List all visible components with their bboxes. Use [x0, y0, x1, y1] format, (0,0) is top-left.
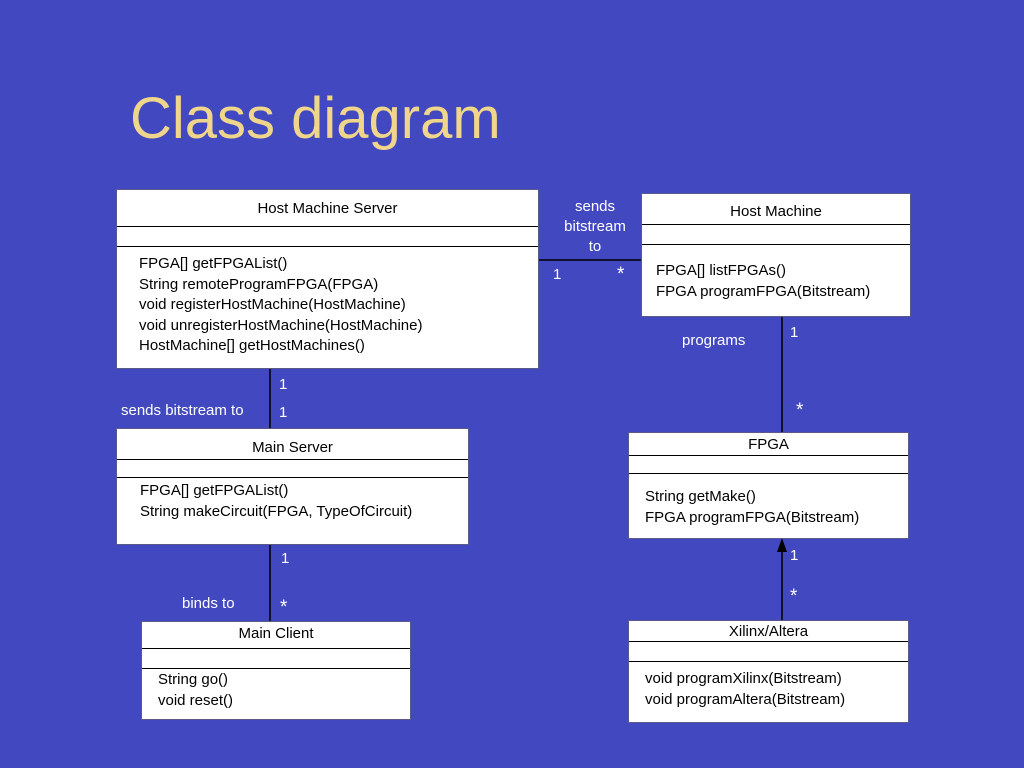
class-name: Main Server [252, 439, 333, 456]
assoc-label-line: to [588, 238, 602, 255]
multiplicity: * [617, 264, 625, 285]
operation: void programAltera(Bitstream) [645, 690, 846, 708]
operation: FPGA[] listFPGAs() [656, 262, 787, 279]
operation: void registerHostMachine(HostMachine) [139, 296, 406, 313]
class-name: Host Machine Server [257, 200, 398, 217]
divider [117, 226, 538, 227]
divider [642, 224, 910, 225]
operation: FPGA[] getFPGAList() [139, 255, 288, 272]
assoc-label-sends-bitstream-to: sends bitstream to [121, 402, 244, 419]
multiplicity: 1 [279, 404, 288, 421]
operation: FPGA programFPGA(Bitstream) [656, 282, 871, 300]
operations-list: String getMake() FPGA programFPGA(Bitstr… [645, 487, 859, 528]
multiplicity: * [790, 586, 798, 607]
divider [142, 648, 410, 649]
operation: String getMake() [645, 488, 756, 505]
divider [117, 477, 468, 478]
operation: HostMachine[] getHostMachines() [139, 337, 365, 354]
multiplicity: * [280, 597, 288, 618]
operations-list: FPGA[] listFPGAs() FPGA programFPGA(Bits… [656, 261, 870, 302]
operations-list: void programXilinx(Bitstream) void progr… [645, 669, 845, 710]
class-xilinx-altera[interactable]: Xilinx/Altera void programXilinx(Bitstre… [628, 620, 909, 723]
operation: void programXilinx(Bitstream) [645, 670, 842, 687]
divider [629, 661, 908, 662]
class-name: Main Client [238, 625, 314, 642]
assoc-label-sends-bitstream-to: sends bitstream to [552, 197, 638, 257]
divider [629, 641, 908, 642]
inheritance-arrowhead [777, 538, 787, 552]
multiplicity: 1 [790, 324, 799, 341]
divider [142, 668, 410, 669]
class-fpga[interactable]: FPGA String getMake() FPGA programFPGA(B… [628, 432, 909, 539]
operation: String makeCircuit(FPGA, TypeOfCircuit) [140, 502, 413, 520]
operation: FPGA programFPGA(Bitstream) [645, 508, 860, 526]
divider [629, 473, 908, 474]
divider [117, 459, 468, 460]
divider [642, 244, 910, 245]
assoc-label-programs: programs [682, 332, 746, 349]
class-main-client[interactable]: Main Client String go() void reset() [141, 621, 411, 720]
class-name: Xilinx/Altera [728, 623, 809, 640]
assoc-label-line: bitstream [564, 218, 626, 235]
divider [117, 246, 538, 247]
class-main-server[interactable]: Main Server FPGA[] getFPGAList() String … [116, 428, 469, 545]
operations-list: String go() void reset() [158, 670, 233, 711]
slide-title: Class diagram [130, 86, 501, 151]
operations-list: FPGA[] getFPGAList() String remoteProgra… [139, 254, 422, 357]
divider [629, 455, 908, 456]
class-host-machine-server[interactable]: Host Machine Server FPGA[] getFPGAList()… [116, 189, 539, 369]
class-name: Host Machine [730, 203, 822, 220]
operations-list: FPGA[] getFPGAList() String makeCircuit(… [140, 481, 412, 522]
operation: void reset() [158, 691, 234, 709]
multiplicity: 1 [279, 376, 288, 393]
multiplicity: 1 [281, 550, 290, 567]
operation: String remoteProgramFPGA(FPGA) [139, 275, 379, 293]
operation: String go() [158, 671, 229, 688]
operation: FPGA[] getFPGAList() [140, 482, 289, 499]
multiplicity: 1 [553, 266, 562, 283]
assoc-label-binds-to: binds to [182, 595, 235, 612]
multiplicity: * [796, 400, 804, 421]
class-host-machine[interactable]: Host Machine FPGA[] listFPGAs() FPGA pro… [641, 193, 911, 317]
operation: void unregisterHostMachine(HostMachine) [139, 316, 423, 334]
multiplicity: 1 [790, 547, 799, 564]
class-name: FPGA [748, 436, 789, 453]
assoc-label-line: sends [574, 198, 616, 215]
